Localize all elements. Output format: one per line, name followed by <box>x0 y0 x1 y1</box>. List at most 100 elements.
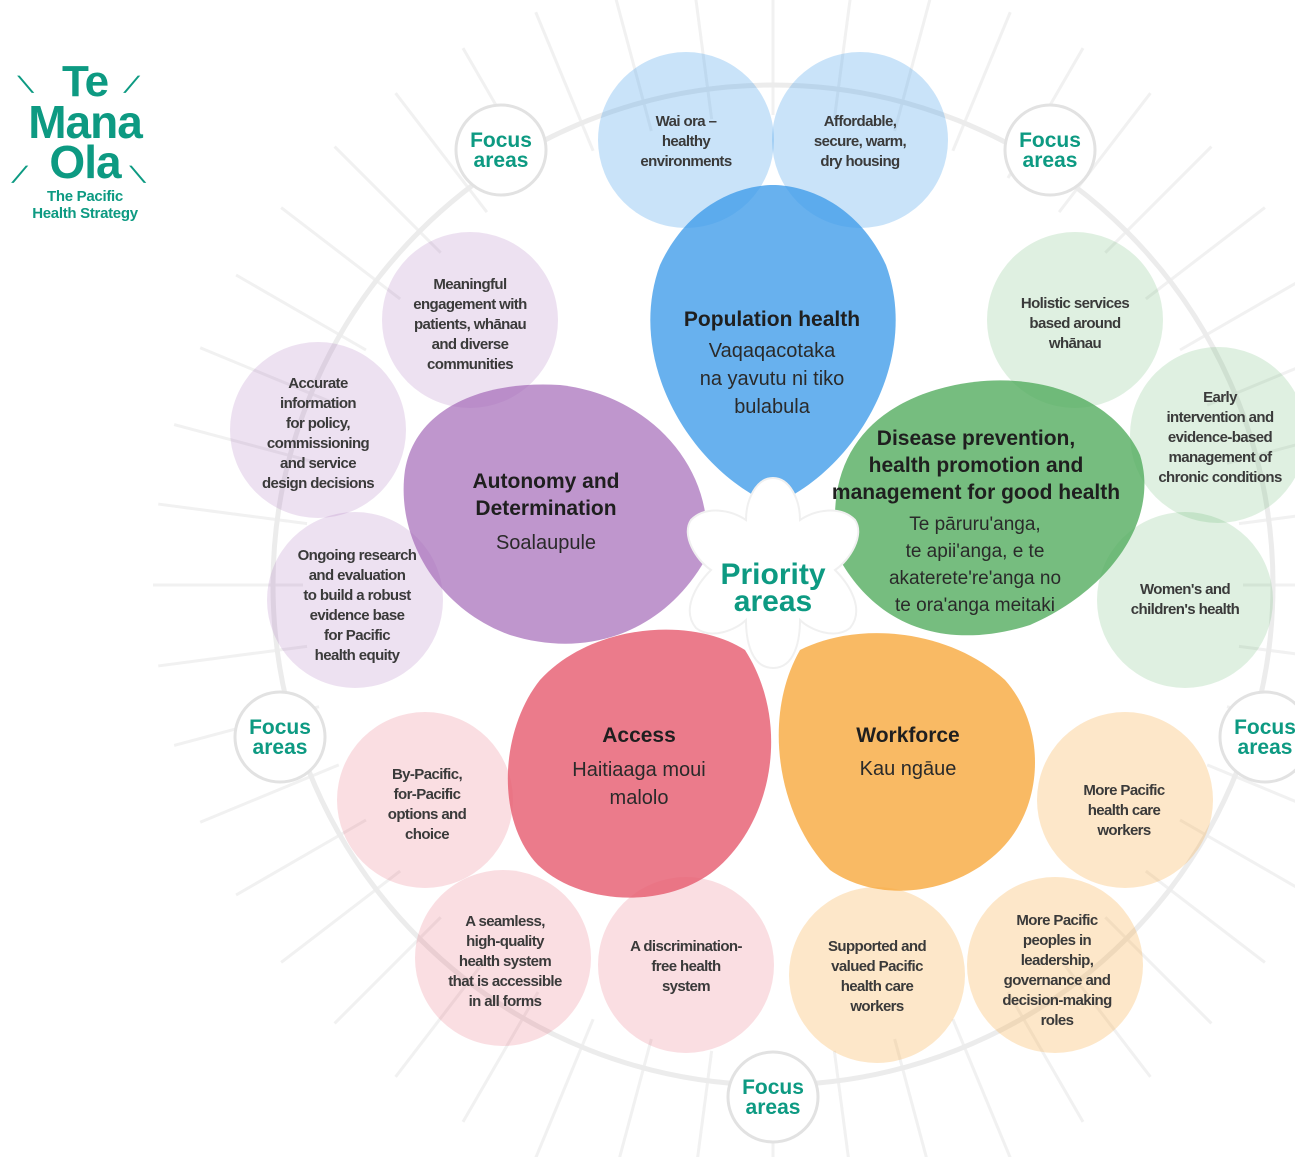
background-ray <box>333 916 442 1025</box>
background-ray <box>1144 869 1266 964</box>
focus-badge-circle <box>1218 690 1295 784</box>
focus-area-text-disease-line: chronic conditions <box>1158 469 1282 486</box>
focus-area-text-workforce-line: governance and <box>1004 972 1111 989</box>
center-flower <box>686 476 860 670</box>
focus-area-text-disease-line: whānau <box>1048 335 1102 352</box>
focus-badge-circle <box>1003 103 1097 197</box>
focus-area-text-workforce-line: workers <box>1096 822 1151 839</box>
background-ray <box>618 1038 653 1157</box>
focus-badge-circle <box>726 1050 820 1144</box>
focus-bubble-housing <box>772 52 948 228</box>
petal-disease-prevention <box>834 380 1145 636</box>
focus-area-text-population: Affordable,secure, warm,dry housing <box>814 113 907 170</box>
focus-area-text-disease-line: evidence-based <box>1168 429 1273 446</box>
background-ray <box>951 11 1012 152</box>
focus-area-text-autonomy-line: for Pacific <box>324 627 390 644</box>
focus-area-text-population-line: Wai ora – <box>656 113 717 130</box>
petal-title-access: Access <box>602 724 676 747</box>
background-ray <box>1206 763 1295 803</box>
petal-title-disease-prevention-line: Disease prevention, <box>877 427 1075 450</box>
focus-bubble-engagement <box>382 232 558 408</box>
focus-area-text-disease-line: Early <box>1203 389 1238 406</box>
focus-badge-label: Focus <box>1234 716 1295 739</box>
background-ray <box>394 92 489 214</box>
focus-area-text-autonomy-line: for policy, <box>286 415 350 432</box>
focus-bubble-supported-workers <box>789 887 965 1063</box>
petal-subtitle-access-line: Haitiaaga moui <box>572 759 705 781</box>
focus-area-text-disease: Women's and children's health <box>1131 581 1240 618</box>
focus-area-text-autonomy-line: and service <box>280 455 356 472</box>
focus-area-text-access-line: A discrimination- <box>630 938 742 955</box>
petal-access <box>507 629 772 898</box>
background-ray <box>199 346 340 407</box>
focus-area-text-access-line: A seamless, <box>465 913 545 930</box>
petal-subtitle-population-health-line: na yavutu ni tiko <box>700 368 845 390</box>
focus-area-text-workforce-line: Supported and <box>828 938 926 955</box>
background-ray <box>694 0 714 120</box>
focus-badge-label: Focus <box>249 716 311 739</box>
logo-subtitle-line2: Health Strategy <box>32 205 138 222</box>
background-ray <box>614 0 653 132</box>
focus-area-text-disease-line: based around <box>1029 315 1121 332</box>
petal-layer <box>403 185 1145 898</box>
logo-word-te: Te <box>61 57 109 106</box>
focus-area-text-workforce-line: valued Pacific <box>831 958 923 975</box>
petal-title-autonomy-line: Autonomy and <box>473 470 620 493</box>
focus-area-text-disease-line: intervention and <box>1166 409 1274 426</box>
logo-ornament-icon: ⟋ <box>124 72 140 97</box>
focus-area-text-access-line: that is accessible <box>448 973 562 990</box>
petal-title-disease-prevention-line: health promotion and <box>869 454 1084 477</box>
background-ray <box>173 423 320 465</box>
focus-area-text-access-line: health system <box>459 953 552 970</box>
focus-area-text-access-line: By-Pacific, <box>392 766 463 783</box>
focus-area-text-workforce-line: More Pacific <box>1016 912 1097 929</box>
focus-area-text-workforce-line: workers <box>849 998 904 1015</box>
background-ray <box>199 763 340 824</box>
focus-area-text-disease-line: children's health <box>1131 601 1240 618</box>
background-ray <box>696 1050 714 1157</box>
focus-bubble-holistic <box>987 232 1163 408</box>
background-ray <box>534 11 595 152</box>
focus-area-text-population-line: dry housing <box>820 153 900 170</box>
logo-ornament-icon: ⟍ <box>130 162 146 187</box>
background-ray <box>158 502 308 526</box>
focus-bubble-womens-health <box>1097 512 1273 688</box>
focus-area-text-access-line: system <box>662 978 710 995</box>
focus-area-text-workforce-line: health care <box>1088 802 1161 819</box>
focus-area-text-population-line: secure, warm, <box>814 133 907 150</box>
focus-area-text-autonomy-line: communities <box>427 356 513 373</box>
focus-area-text-autonomy-line: to build a robust <box>303 587 411 604</box>
logo-ornament-icon: ⟍ <box>18 72 34 97</box>
focus-area-text-autonomy-line: and evaluation <box>309 567 406 584</box>
petal-title-disease-prevention-line: management for good health <box>832 481 1120 504</box>
focus-badge-label: areas <box>746 1096 801 1119</box>
focus-area-text-disease-line: Women's and <box>1140 581 1230 598</box>
logo-subtitle-line1: The Pacific <box>47 188 123 205</box>
petal-title-disease-prevention: Disease prevention, health promotion and m… <box>832 427 1120 504</box>
focus-area-text-autonomy-line: health equity <box>315 647 401 664</box>
petal-subtitle-autonomy: Soalaupule <box>496 532 596 554</box>
logo-subtitle: The Pacific Health Strategy <box>10 188 160 222</box>
focus-area-text-autonomy-line: Accurate <box>288 375 348 392</box>
petal-population-health <box>650 185 896 505</box>
focus-area-text-access-line: options and <box>388 806 467 823</box>
background-ray <box>1206 367 1295 407</box>
petal-title-workforce: Workforce <box>856 724 959 747</box>
focus-badge-label: areas <box>474 149 529 172</box>
focus-badge-label: Focus <box>470 129 532 152</box>
